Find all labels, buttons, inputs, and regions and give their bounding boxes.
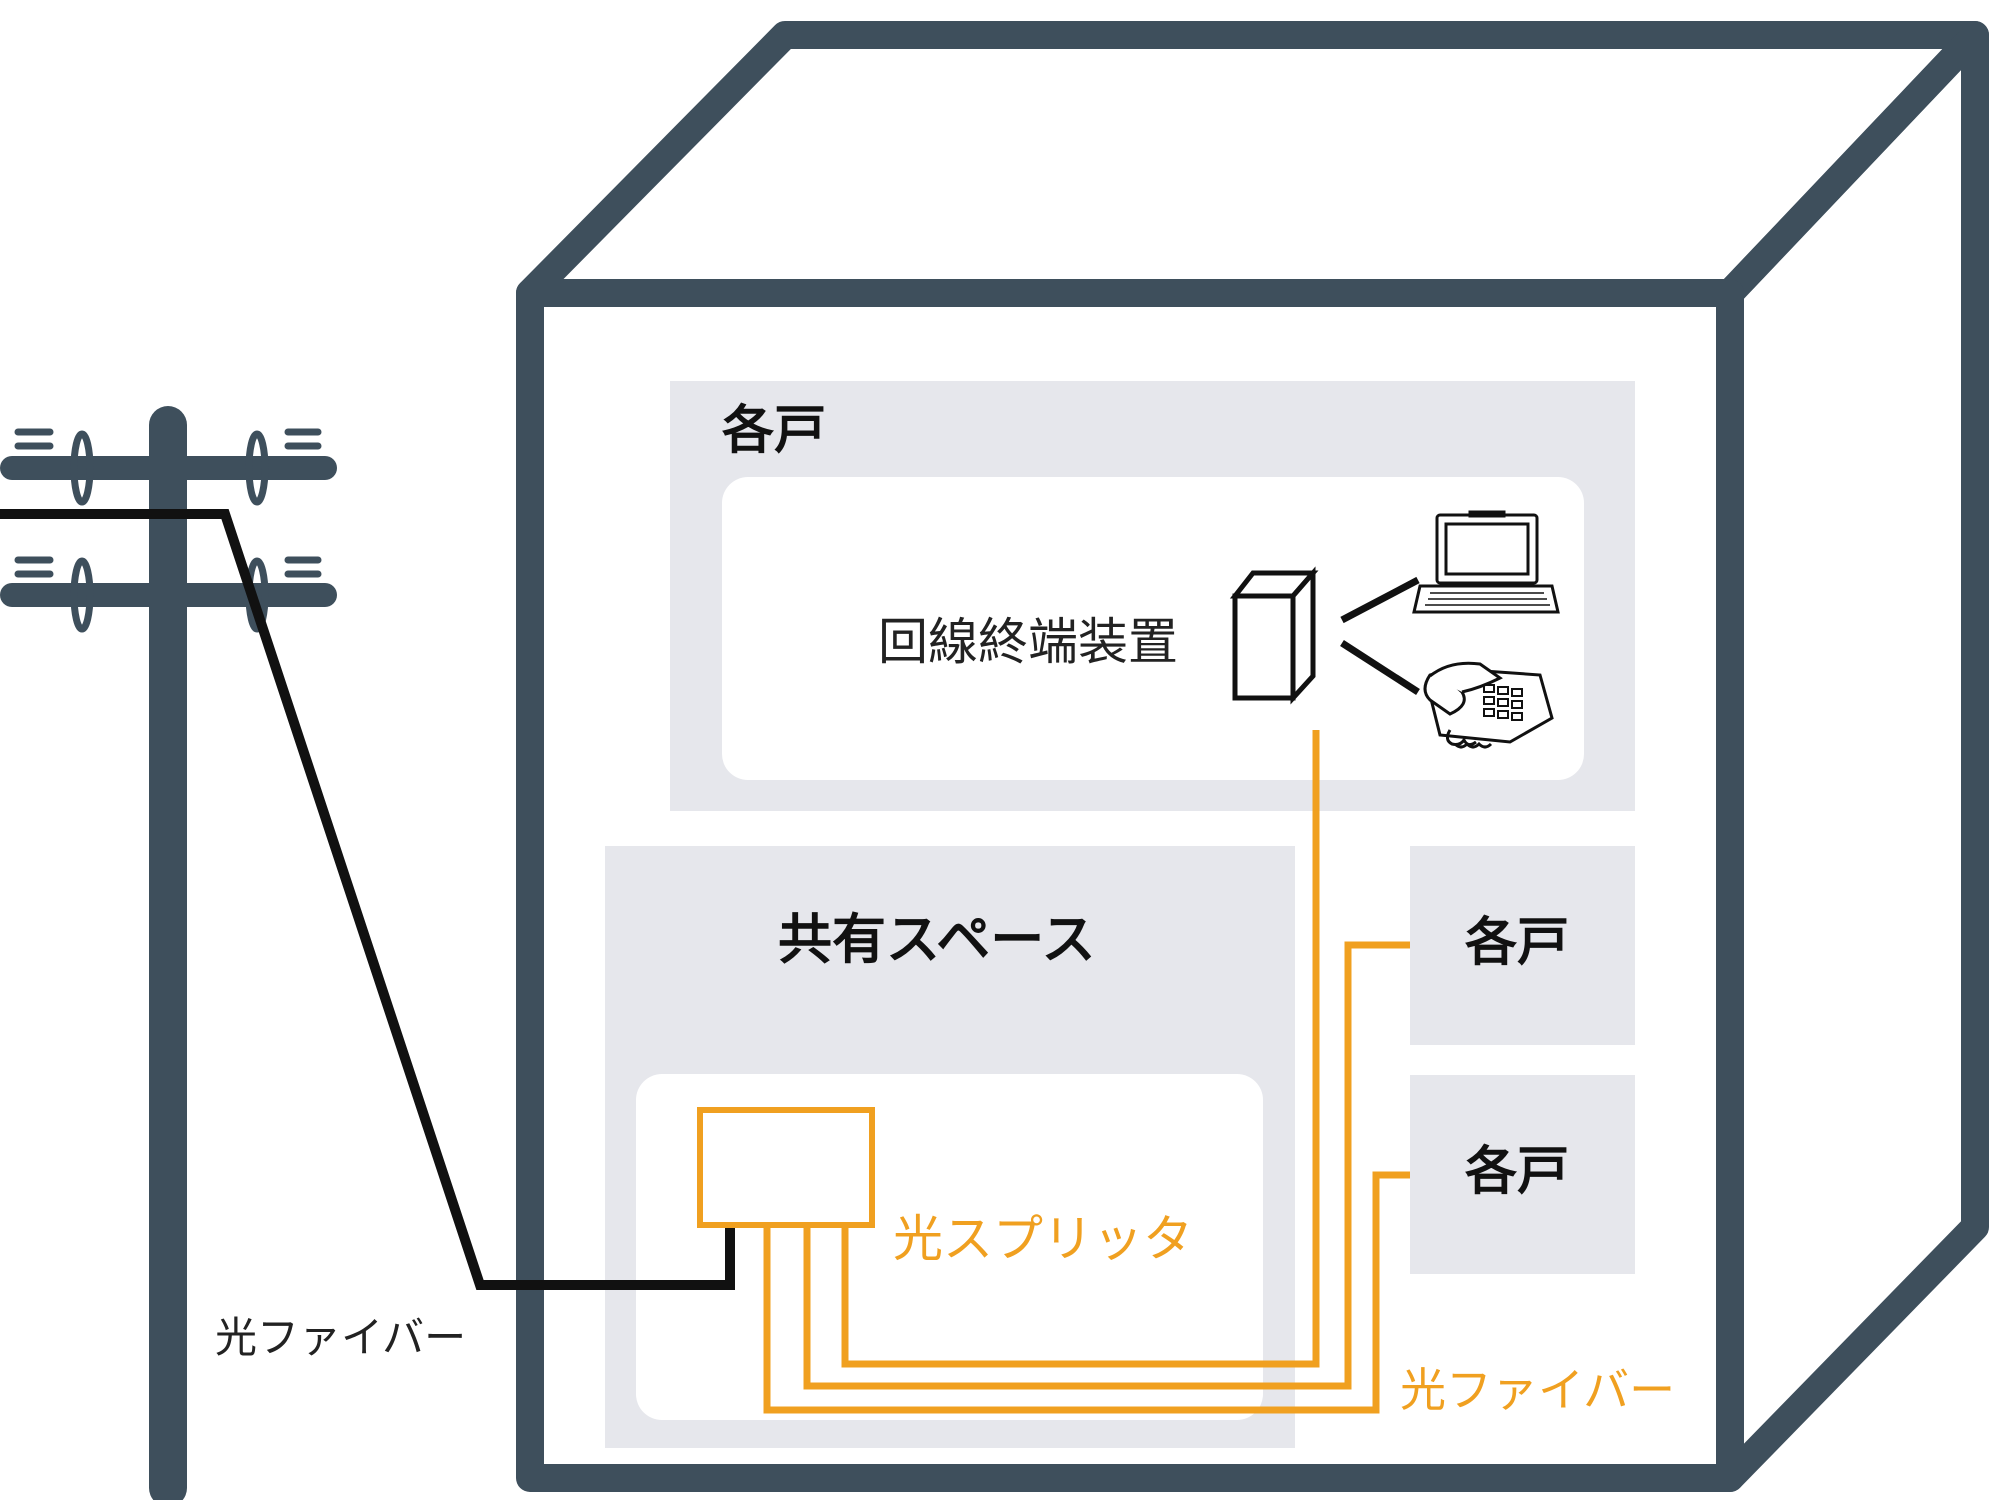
unit-right-room-1	[1410, 846, 1635, 1045]
fiber-label-building: 光ファイバー	[1400, 1363, 1676, 1417]
unit-main-inner-area	[722, 477, 1584, 780]
device-connection-lines	[1340, 576, 1420, 695]
incoming-fiber-cable	[0, 509, 735, 1290]
unit-right-room-2	[1410, 1075, 1635, 1274]
unit-main-label: 各戸	[722, 401, 827, 461]
ont-box-icon	[1229, 566, 1319, 705]
building-side-face	[1716, 21, 1989, 1492]
building-fiber-lines	[763, 730, 1410, 1414]
building-front-face	[516, 279, 1744, 1492]
utility-pole-icon	[0, 406, 337, 1504]
fiber-line-to-unit-main	[841, 730, 1320, 1368]
fiber-label-pole: 光ファイバー	[215, 1313, 467, 1362]
splitter-box-icon	[697, 1107, 875, 1228]
telephone-icon	[1423, 661, 1554, 749]
fiber-line-to-unit-right-2	[763, 1171, 1410, 1414]
ont-label: 回線終端装置	[878, 613, 1178, 671]
fiber-line-to-unit-right-1	[803, 941, 1410, 1390]
shared-space-label: 共有スペース	[778, 908, 1096, 971]
building-outline	[516, 21, 1989, 1492]
laptop-icon	[1412, 510, 1560, 614]
unit-right-1-label: 各戸	[1465, 913, 1570, 973]
splitter-label: 光スプリッタ	[893, 1210, 1193, 1268]
unit-right-2-label: 各戸	[1465, 1142, 1570, 1202]
